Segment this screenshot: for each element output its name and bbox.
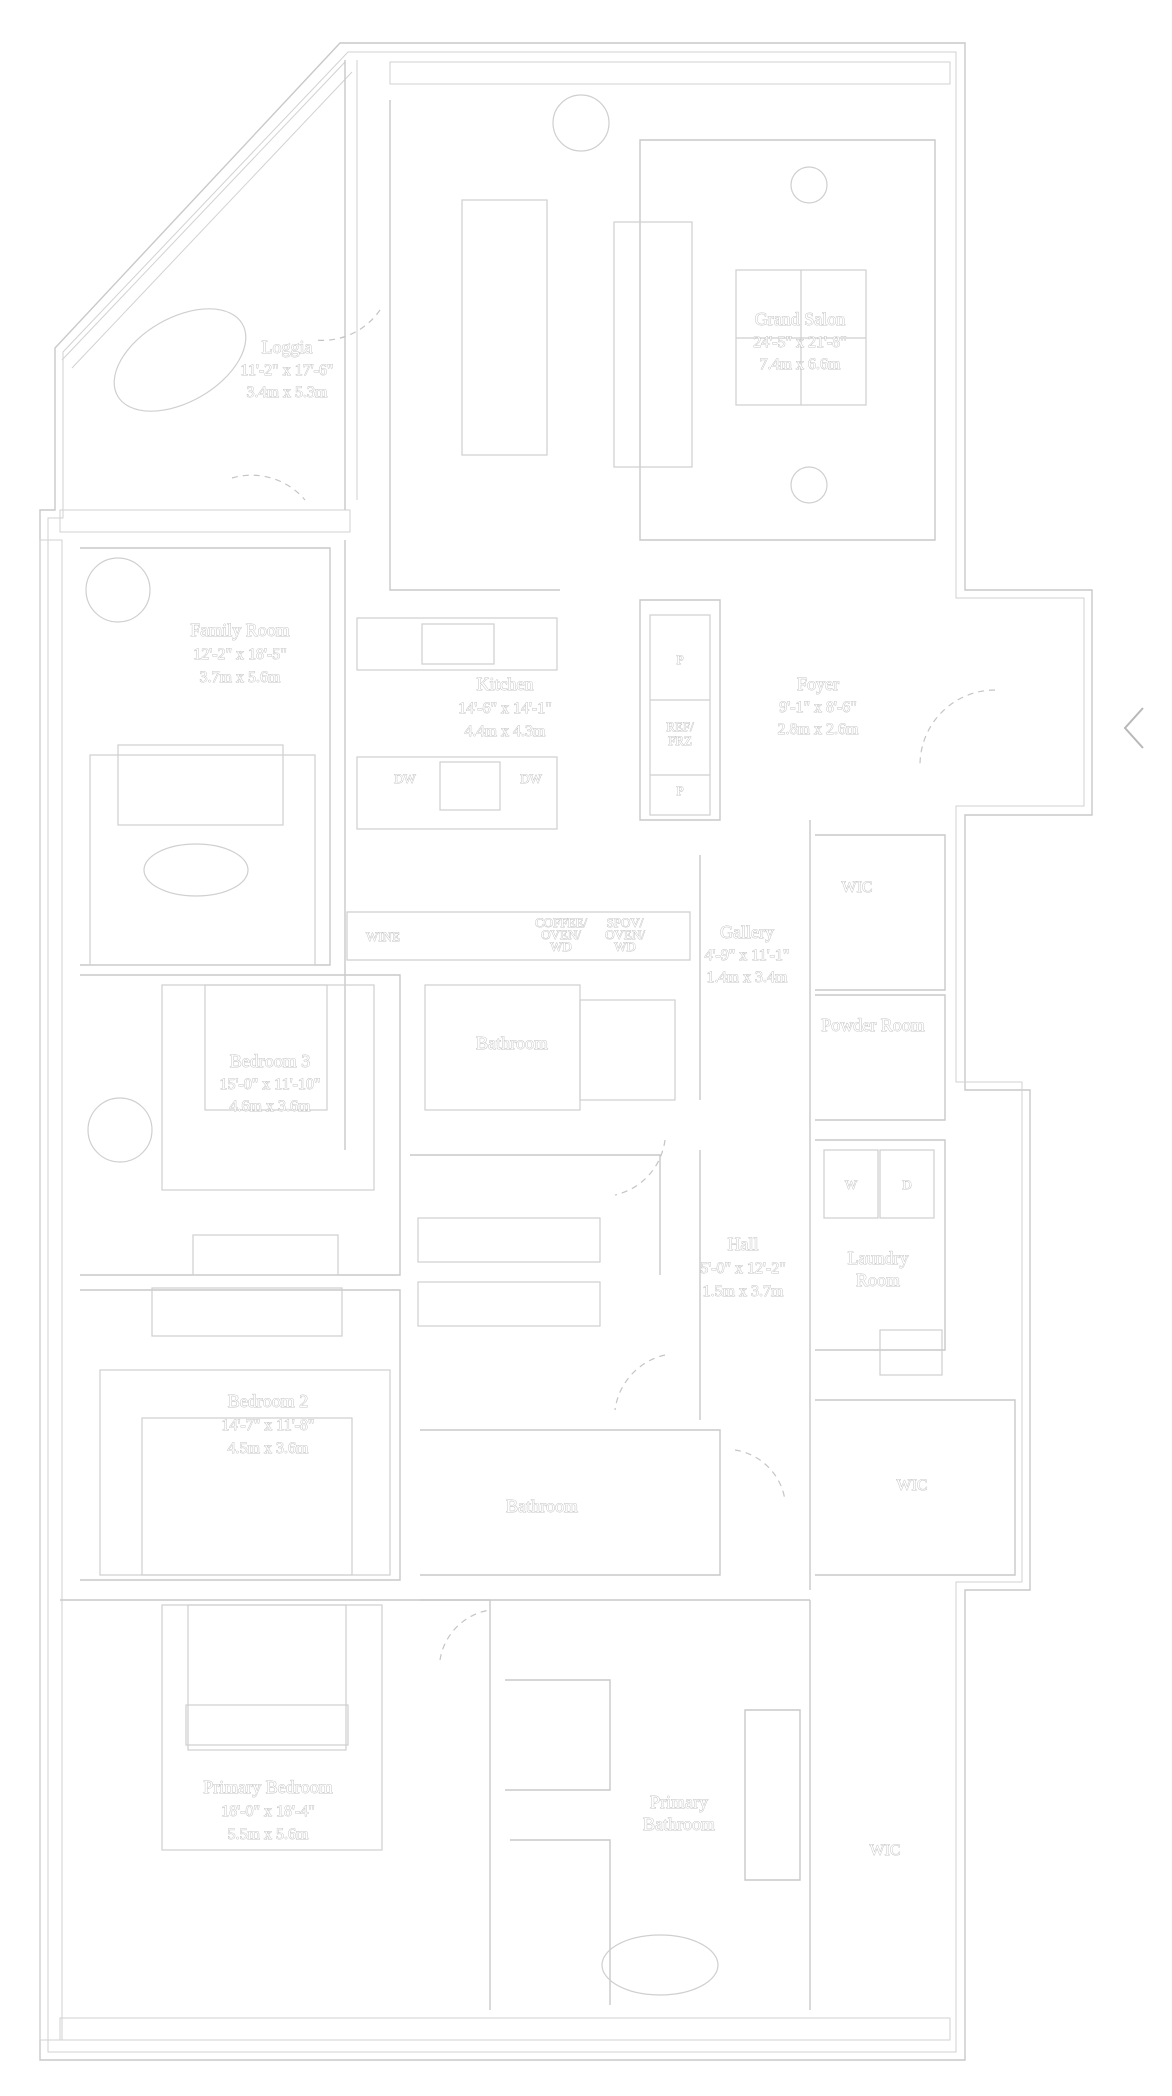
room-dimension: 5.5m x 5.6m [228, 1826, 309, 1843]
room-label-hall: Hall 5'-0" x 12'-2" 1.5m x 3.7m [700, 1234, 786, 1301]
room-dimension: 18'-0" x 18'-4" [221, 1803, 314, 1820]
room-dimension: 4.6m x 3.6m [230, 1098, 311, 1115]
fixture-label: REF/ [666, 719, 694, 734]
walls-outline [39, 42, 1093, 2061]
room-name: Bathroom [506, 1496, 578, 1516]
room-dimension: 3.7m x 5.6m [200, 669, 281, 686]
fixture-label: OVEN/ [605, 927, 645, 942]
fixture-label: FRZ [668, 733, 692, 748]
room-dimension: 24'-5" x 21'-8" [753, 334, 846, 351]
fixture-dryer: D [902, 1177, 912, 1193]
room-name: Gallery [720, 922, 774, 942]
room-dimension: 14'-6" x 14'-1" [458, 700, 551, 717]
fixture-pantry-top: P [676, 652, 684, 668]
room-label-wic-lower: WIC [869, 1842, 901, 1860]
room-name: Loggia [262, 337, 313, 357]
room-name: Foyer [797, 674, 839, 694]
room-dimension: Bathroom [643, 1814, 715, 1834]
fixture-label: OVEN/ [541, 927, 581, 942]
room-dimension: 14'-7" x 11'-8" [222, 1417, 315, 1434]
room-label-powder-room: Powder Room [821, 1015, 925, 1036]
room-name: Hall [728, 1234, 759, 1254]
room-label-wic-upper: WIC [841, 879, 873, 897]
room-dimension: 4'-9" x 11'-1" [705, 947, 790, 964]
fixture-label: WD [614, 939, 636, 954]
room-label-gallery: Gallery 4'-9" x 11'-1" 1.4m x 3.4m [704, 922, 790, 987]
room-label-kitchen: Kitchen 14'-6" x 14'-1" 4.4m x 4.3m [458, 674, 552, 741]
room-name: Bathroom [476, 1033, 548, 1053]
room-dimension: 7.4m x 6.6m [760, 356, 841, 373]
fixture-coffee-oven-wd: COFFEE/OVEN/WD [535, 915, 588, 955]
room-dimension: 12'-2" x 18'-5" [193, 646, 286, 663]
room-name: Laundry [848, 1248, 909, 1268]
fixture-spov-oven-wd: SPOV/OVEN/WD [605, 915, 646, 955]
room-name: WIC [896, 1477, 927, 1494]
room-name: Primary [650, 1792, 708, 1812]
fixture-dw-left: DW [394, 771, 417, 787]
fixture-label: WINE [366, 929, 400, 944]
room-name: Bedroom 2 [228, 1391, 309, 1411]
fixture-label: D [902, 1177, 911, 1192]
room-dimension: 1.5m x 3.7m [703, 1283, 784, 1300]
room-label-grand-salon: Grand Salon 24'-5" x 21'-8" 7.4m x 6.6m [753, 309, 847, 374]
room-dimension: 9'-1" x 8'-6" [779, 699, 856, 716]
fixture-washer: W [844, 1177, 858, 1193]
room-label-bedroom-3: Bedroom 3 15'-0" x 11'-10" 4.6m x 3.6m [219, 1051, 321, 1116]
fixture-label: SPOV/ [607, 915, 644, 930]
room-label-bathroom-lower: Bathroom [506, 1496, 579, 1517]
room-name: Bedroom 3 [230, 1051, 311, 1071]
fixture-label: DW [520, 771, 542, 786]
room-dimension: 1.4m x 3.4m [707, 969, 788, 986]
fixture-wine: WINE [366, 929, 401, 945]
room-label-family-room: Family Room 12'-2" x 18'-5" 3.7m x 5.6m [190, 620, 290, 687]
fixture-ref-frz: REF/FRZ [666, 719, 695, 749]
room-dimension: 4.5m x 3.6m [228, 1440, 309, 1457]
entry-arrow-icon [1123, 707, 1144, 749]
fixture-label: W [845, 1177, 858, 1192]
room-label-wic-middle: WIC [896, 1477, 928, 1495]
fixture-dw-right: DW [520, 771, 543, 787]
room-dimension: 5'-0" x 12'-2" [700, 1260, 785, 1277]
room-label-foyer: Foyer 9'-1" x 8'-6" 2.8m x 2.6m [777, 674, 859, 739]
room-dimension: 15'-0" x 11'-10" [220, 1076, 321, 1093]
room-dimension: 3.4m x 5.3m [247, 384, 328, 401]
room-name: WIC [841, 879, 872, 896]
room-label-primary-bedroom: Primary Bedroom 18'-0" x 18'-4" 5.5m x 5.6… [203, 1777, 333, 1844]
room-dimension: 4.4m x 4.3m [465, 723, 546, 740]
fixture-label: P [676, 783, 683, 798]
fixture-label: P [676, 652, 683, 667]
fixture-pantry-bottom: P [676, 783, 684, 799]
fixture-label: WD [550, 939, 572, 954]
room-dimension: Room [856, 1270, 900, 1290]
room-name: Primary Bedroom [203, 1777, 332, 1797]
fixture-label: COFFEE/ [535, 915, 587, 930]
room-name: Grand Salon [755, 309, 845, 329]
room-name: Family Room [190, 620, 290, 640]
room-name: Kitchen [477, 674, 534, 694]
room-label-loggia: Loggia 11'-2" x 17'-6" 3.4m x 5.3m [240, 337, 334, 402]
fixture-label: DW [394, 771, 416, 786]
room-name: WIC [869, 1842, 900, 1859]
room-dimension: 2.8m x 2.6m [778, 721, 859, 738]
room-label-bedroom-2: Bedroom 2 14'-7" x 11'-8" 4.5m x 3.6m [221, 1391, 315, 1458]
room-name: Powder Room [821, 1015, 925, 1035]
room-dimension: 11'-2" x 17'-6" [241, 362, 334, 379]
room-labels: Loggia 11'-2" x 17'-6" 3.4m x 5.3m Grand Sa… [190, 309, 928, 1860]
room-label-bathroom-upper: Bathroom [476, 1033, 549, 1054]
